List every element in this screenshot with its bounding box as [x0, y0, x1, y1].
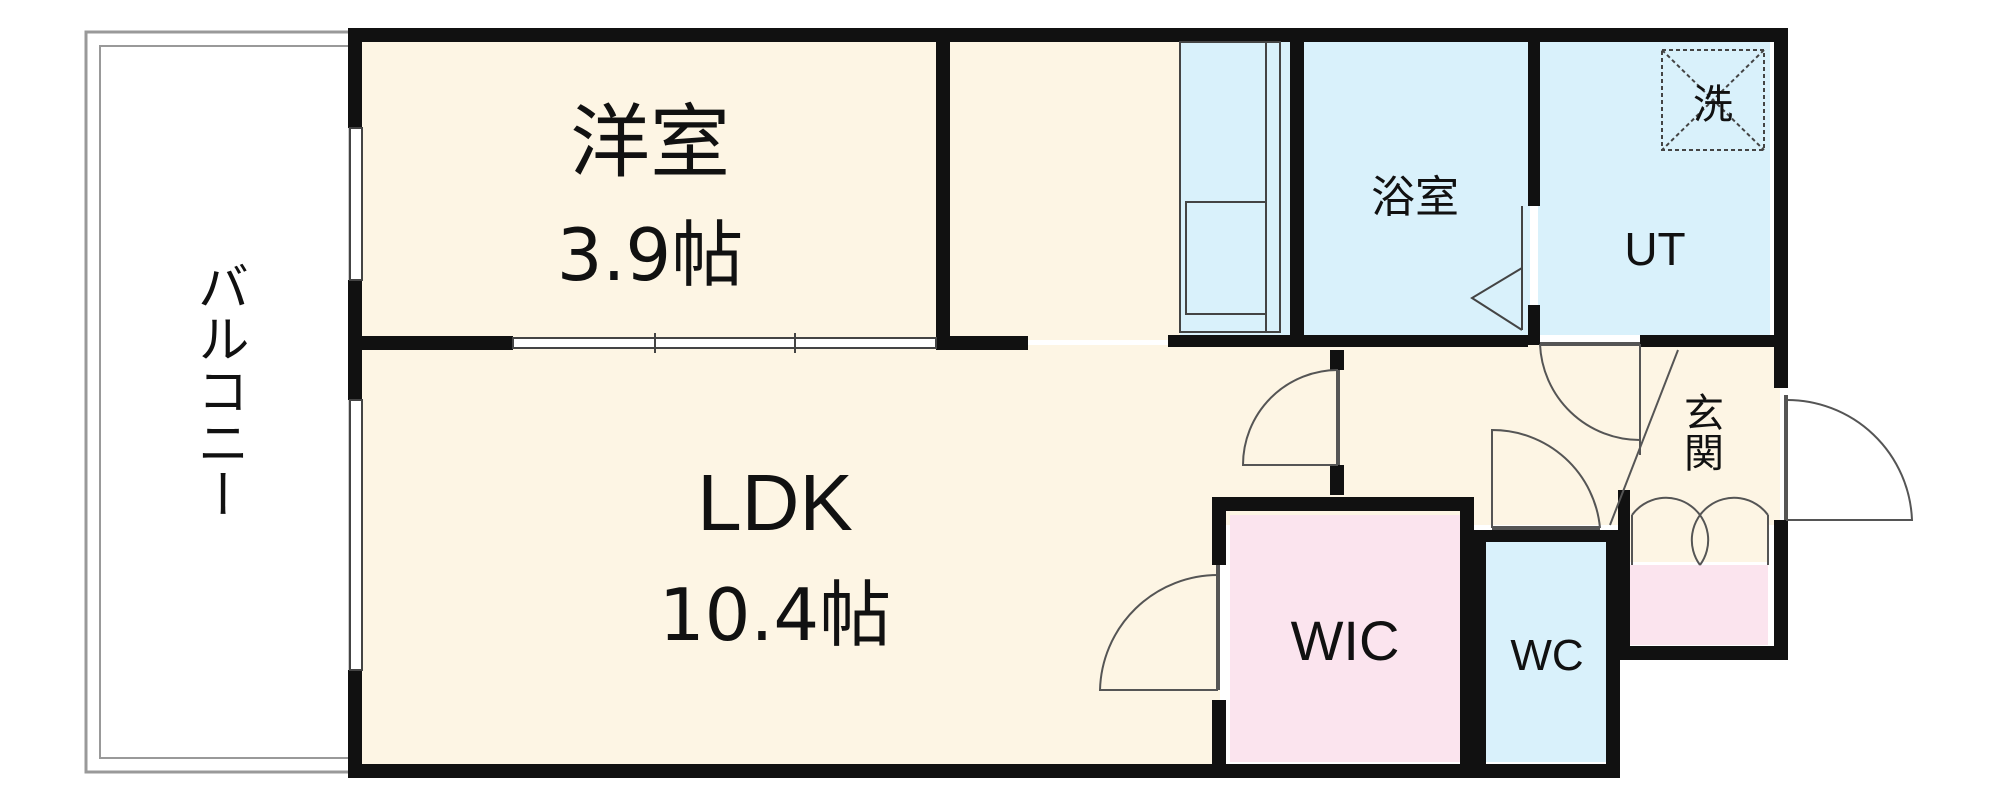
shoe-cabinet-fill — [1628, 565, 1768, 645]
bathroom-name: 浴室 — [1371, 172, 1459, 223]
wall-left-3 — [348, 670, 362, 778]
utility-name: UT — [1624, 223, 1685, 275]
door-swings — [1098, 342, 1914, 691]
western-room-name: 洋室 — [570, 96, 730, 189]
window-ldk — [349, 399, 363, 671]
entrance-name: 玄関 — [1677, 392, 1723, 472]
wall-wc-right — [1606, 530, 1620, 778]
wall-bath-bottom — [1168, 335, 1528, 347]
wall-wc-left — [1474, 530, 1486, 778]
ldk-size: 10.4帖 — [659, 573, 891, 657]
wall-western-bottom-2 — [936, 336, 1028, 350]
western-room-fill — [360, 40, 940, 340]
wall-right-top — [1774, 28, 1788, 388]
wall-western-bottom-1 — [348, 336, 513, 350]
ldk-fill — [360, 345, 1220, 765]
wall-hall-left — [1330, 350, 1344, 370]
wall-top — [348, 28, 1788, 42]
wic-fill — [1230, 515, 1460, 762]
wall-wic-right — [1460, 497, 1474, 778]
wall-wc-top — [1474, 530, 1620, 542]
wc-fill — [1480, 540, 1610, 762]
wall-ut-bottom — [1640, 335, 1788, 347]
wall-bath-ut-2 — [1528, 305, 1540, 345]
walls — [348, 28, 1788, 778]
utility-fill — [1538, 40, 1770, 335]
balcony-name: バルコニー — [188, 260, 248, 520]
wall-hall-left-2 — [1330, 465, 1344, 495]
wall-entrance-left — [1618, 490, 1630, 660]
wall-wic-left-2 — [1212, 700, 1226, 778]
wall-bath-ut-1 — [1528, 28, 1540, 206]
wall-western-right — [936, 28, 950, 350]
balcony-outline — [84, 30, 352, 774]
wall-wic-left-1 — [1212, 497, 1226, 565]
ldk-name: LDK — [697, 458, 853, 547]
bath-door — [1470, 206, 1523, 331]
corridor-fill — [940, 40, 1180, 340]
washer-label: 洗 — [1693, 82, 1733, 128]
wall-bottom — [348, 764, 1618, 778]
western-room-size: 3.9帖 — [557, 213, 744, 297]
kitchen-counter — [1179, 41, 1281, 333]
wc-name: WC — [1510, 631, 1583, 680]
entrance-fill — [1628, 352, 1768, 562]
sliding-door — [512, 333, 937, 353]
wall-entrance-bottom — [1610, 646, 1788, 660]
kitchen-fill — [1180, 40, 1300, 335]
wall-right-bottom — [1774, 520, 1788, 660]
wall-wic-top — [1212, 497, 1474, 511]
wic-name: WIC — [1291, 609, 1400, 672]
window-western — [349, 127, 363, 281]
washer-box — [1661, 49, 1765, 151]
sliding-door-panel — [512, 337, 937, 349]
wall-left-1 — [348, 28, 362, 128]
balcony — [84, 30, 352, 774]
wall-bath-left — [1290, 28, 1304, 346]
windows — [349, 127, 363, 671]
